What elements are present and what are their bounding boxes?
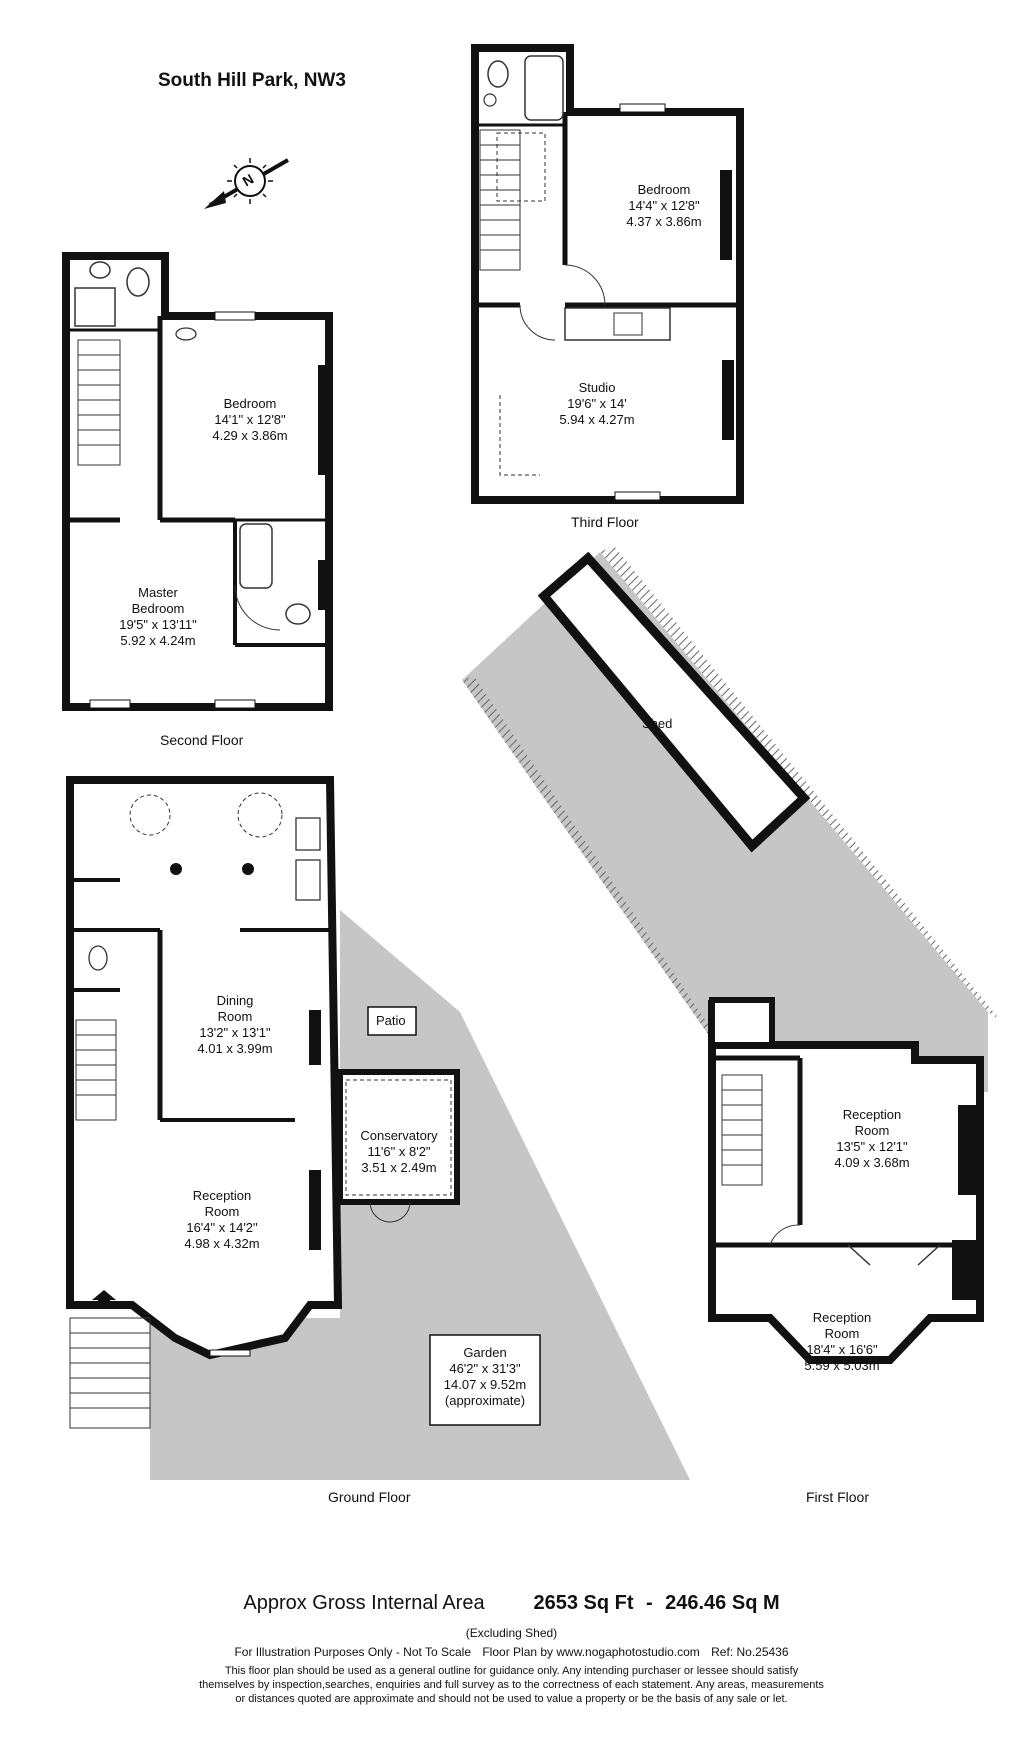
conservatory-label: Conservatory 11'6" x 8'2" 3.51 x 2.49m	[360, 1128, 438, 1175]
shed-label: Shed	[642, 716, 673, 731]
first-floor-label: First Floor	[806, 1489, 869, 1505]
area-summary: Approx Gross Internal Area 2653 Sq Ft - …	[0, 1592, 1023, 1615]
first-floor-plan	[708, 997, 988, 1364]
second-floor-label: Second Floor	[160, 732, 244, 748]
area-label: Approx Gross Internal Area	[243, 1592, 485, 1614]
excluding-note: (Excluding Shed)	[465, 1626, 558, 1640]
disclaimer: This floor plan should be used as a gene…	[199, 1665, 824, 1705]
third-floor-bedroom-label: Bedroom 14'4" x 12'8" 4.37 x 3.86m	[626, 182, 702, 229]
ground-floor-plan	[66, 776, 690, 1480]
first-floor-front-reception-label: Reception Room 18'4" x 16'6" 5.59 x 5.03…	[804, 1310, 880, 1373]
ground-reception-room-label: Reception Room 16'4" x 14'2" 4.98 x 4.32…	[184, 1188, 260, 1251]
area-separator: -	[646, 1592, 653, 1614]
shed-area	[462, 546, 1000, 1075]
reference-number: Ref: No.25436	[711, 1645, 789, 1659]
patio-label: Patio	[376, 1013, 406, 1028]
master-bedroom-label: Master Bedroom 19'5" x 13'11" 5.92 x 4.2…	[119, 585, 197, 648]
dining-room-label: Dining Room 13'2" x 13'1" 4.01 x 3.99m	[197, 993, 273, 1056]
third-floor-label: Third Floor	[571, 514, 639, 530]
area-sqft: 2653 Sq Ft	[533, 1592, 634, 1614]
area-sqm: 246.46 Sq M	[665, 1592, 780, 1614]
second-floor-bedroom-label: Bedroom 14'1" x 12'8" 4.29 x 3.86m	[212, 396, 288, 443]
floor-plan-credit: Floor Plan by www.nogaphotostudio.com	[482, 1645, 700, 1659]
illustration-line: For Illustration Purposes Only - Not To …	[0, 1645, 1023, 1659]
illustration-note: For Illustration Purposes Only - Not To …	[234, 1645, 471, 1659]
studio-label: Studio 19'6" x 14' 5.94 x 4.27m	[559, 380, 635, 427]
compass-icon	[204, 158, 289, 209]
property-title: South Hill Park, NW3	[158, 70, 346, 91]
second-floor-plan	[62, 252, 333, 711]
first-floor-rear-reception-label: Reception Room 13'5" x 12'1" 4.09 x 3.68…	[834, 1107, 910, 1170]
ground-floor-label: Ground Floor	[328, 1489, 411, 1505]
garden-label: Garden 46'2" x 31'3" 14.07 x 9.52m (appr…	[443, 1345, 527, 1408]
third-floor-plan	[471, 44, 744, 504]
